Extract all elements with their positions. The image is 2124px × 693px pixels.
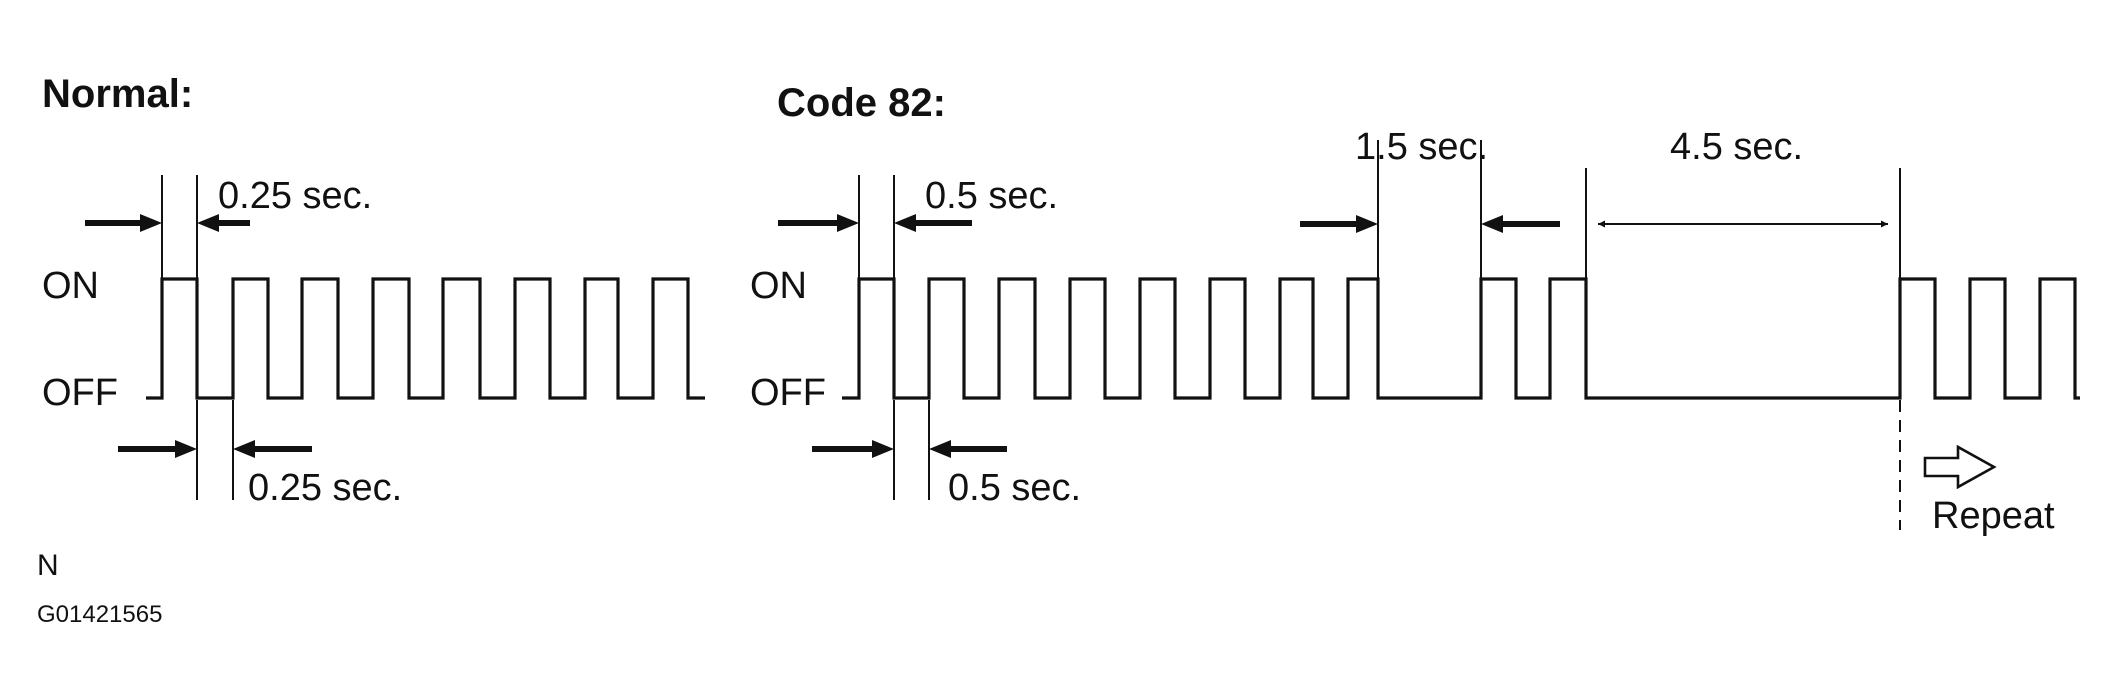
- code82-off-dimension-arrow-in: [812, 440, 894, 458]
- normal-on-time-label: 0.25 sec.: [218, 175, 372, 217]
- normal-panel: Normal: ON OFF 0.25 sec. 0.25 sec.: [42, 72, 705, 509]
- footer-letter: N: [37, 549, 59, 582]
- code82-off-dimension-arrow-out: [929, 440, 1007, 458]
- figure-id: G01421565: [37, 601, 162, 628]
- normal-off-dimension-arrow-out: [233, 440, 312, 458]
- code82-blink-waveform: [842, 277, 2080, 400]
- repeat-arrow-icon: [1923, 444, 1997, 490]
- normal-off-time-label: 0.25 sec.: [248, 467, 402, 509]
- code82-off-label: OFF: [750, 372, 826, 414]
- code82-on-label: ON: [750, 265, 807, 307]
- code82-repeat-label: Repeat: [1932, 495, 2055, 537]
- normal-on-dimension-arrow-in: [85, 214, 162, 232]
- figure-footer: N G01421565: [37, 549, 162, 628]
- code82-digit-gap-arrow-out: [1481, 215, 1560, 233]
- code82-code-gap-label: 4.5 sec.: [1670, 126, 1803, 168]
- code82-off-time-label: 0.5 sec.: [948, 467, 1081, 509]
- normal-blink-waveform: [146, 277, 705, 400]
- code82-on-dimension-arrow-out: [894, 214, 972, 232]
- code82-digit-gap-label: 1.5 sec.: [1355, 126, 1488, 168]
- normal-title: Normal:: [42, 72, 193, 116]
- code82-on-time-label: 0.5 sec.: [925, 175, 1058, 217]
- normal-off-label: OFF: [42, 372, 118, 414]
- normal-on-label: ON: [42, 265, 99, 307]
- normal-on-dimension-arrow-out: [197, 214, 250, 232]
- normal-off-dimension-arrow-in: [118, 440, 197, 458]
- code82-panel: Code 82: ON OFF 0.5 sec. 0.5 sec. 1.5 se…: [750, 81, 2080, 537]
- code82-title: Code 82:: [777, 81, 946, 125]
- code82-on-dimension-arrow-in: [778, 214, 859, 232]
- code82-digit-gap-arrow-in: [1300, 215, 1378, 233]
